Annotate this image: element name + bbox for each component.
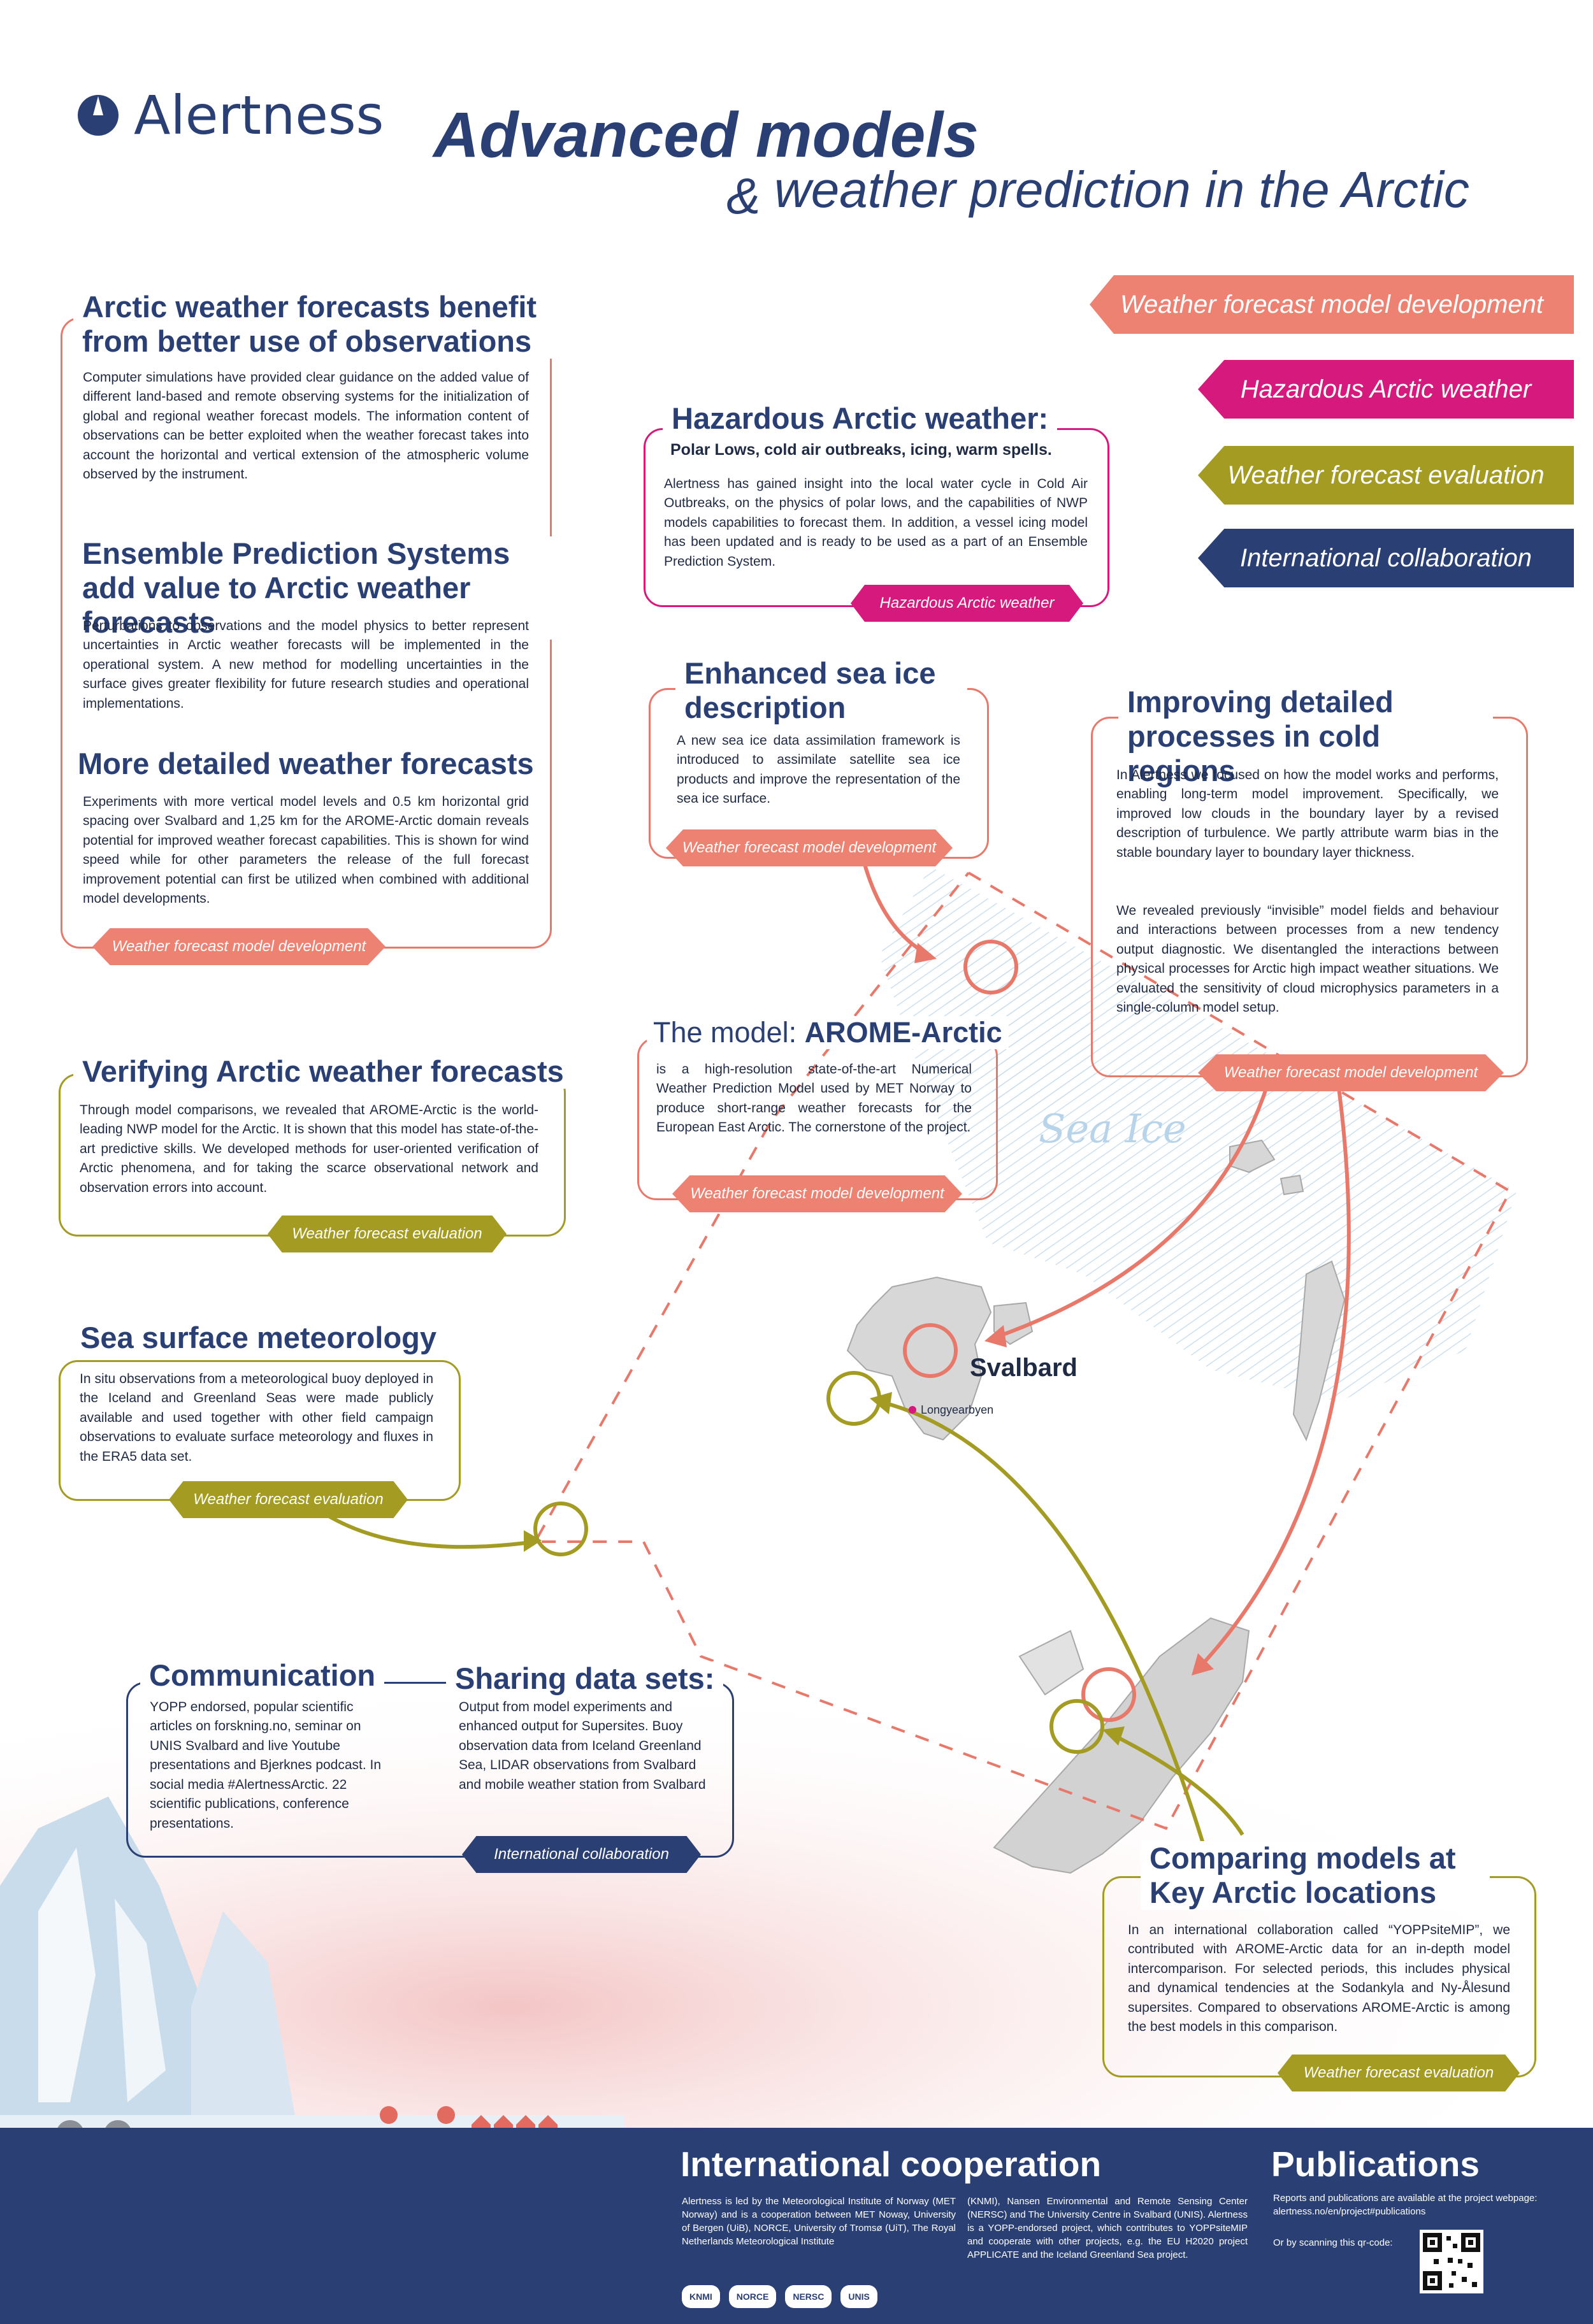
model-title-prefix: The model: bbox=[653, 1016, 797, 1049]
hazardous-body: Alertness has gained insight into the lo… bbox=[664, 477, 1088, 569]
sharing-tag: International collaboration bbox=[462, 1836, 701, 1873]
legend-international-collaboration: International collaboration bbox=[1198, 529, 1574, 587]
cold-regions-body-1: In Alertness we focused on how the model… bbox=[1116, 768, 1499, 860]
model-title-name: AROME-Arctic bbox=[804, 1016, 1002, 1049]
norway-coast bbox=[993, 1617, 1250, 1874]
hazardous-tag: Hazardous Arctic weather bbox=[851, 585, 1083, 622]
model-title: The model: AROME-Arctic bbox=[647, 1016, 1009, 1049]
detailed-title: More detailed weather forecasts bbox=[69, 747, 543, 782]
title-ampersand: & bbox=[726, 168, 761, 224]
legend-hazardous-weather: Hazardous Arctic weather bbox=[1198, 360, 1574, 419]
hazardous-subtitle: Polar Lows, cold air outbreaks, icing, w… bbox=[670, 441, 1052, 459]
partner-logo: NORCE bbox=[728, 2285, 777, 2308]
location-marker-svalbard-eval bbox=[826, 1371, 881, 1426]
cold-regions-title: Improving detailed processes in cold reg… bbox=[1118, 685, 1493, 789]
svalbard-island bbox=[846, 1276, 992, 1441]
sharing-title: Sharing data sets: bbox=[446, 1661, 724, 1696]
cold-regions-tag: Weather forecast model development bbox=[1198, 1054, 1504, 1091]
qr-text: Or by scanning this qr-code: bbox=[1273, 2237, 1393, 2248]
location-marker-buoy bbox=[533, 1502, 588, 1556]
communication-body: YOPP endorsed, popular scientific articl… bbox=[150, 1700, 382, 1831]
svalbard-label: Svalbard bbox=[970, 1354, 1078, 1382]
location-marker-norway-eval bbox=[1049, 1699, 1104, 1754]
page-title: Advanced models bbox=[433, 99, 979, 171]
section-box-communication bbox=[126, 1682, 734, 1858]
sea-ice-title: Enhanced sea ice description bbox=[675, 656, 967, 726]
partner-logo: UNIS bbox=[840, 2285, 877, 2308]
detailed-body: Experiments with more vertical model lev… bbox=[83, 794, 529, 907]
model-body: is a high-resolution state-of-the-art Nu… bbox=[656, 1062, 972, 1135]
footer: International cooperation Alertness is l… bbox=[0, 2128, 1593, 2324]
page-subtitle: weather prediction in the Arctic bbox=[774, 161, 1469, 218]
sharing-body: Output from model experiments and enhanc… bbox=[459, 1700, 706, 1792]
coop-text-1: Alertness is led by the Meteorological I… bbox=[682, 2196, 956, 2247]
ensemble-title: Ensemble Prediction Systems add value to… bbox=[73, 536, 556, 640]
longyearbyen-label: Longyearbyen bbox=[921, 1403, 994, 1416]
location-marker-norway bbox=[1081, 1667, 1136, 1722]
hazardous-title: Hazardous Arctic weather: bbox=[663, 401, 1058, 436]
partner-logo: NERSC bbox=[785, 2285, 832, 2308]
sea-ice-label: Sea Ice bbox=[1039, 1105, 1186, 1152]
sea-ice-tag: Weather forecast model development bbox=[666, 829, 953, 866]
partner-logos: KNMI NORCE NERSC UNIS bbox=[682, 2281, 1255, 2313]
cold-regions-body-2: We revealed previously “invisible” model… bbox=[1116, 903, 1499, 1015]
legend-forecast-evaluation: Weather forecast evaluation bbox=[1198, 446, 1574, 505]
publications-text: Reports and publications are available a… bbox=[1273, 2193, 1538, 2217]
comparing-tag: Weather forecast evaluation bbox=[1278, 2055, 1520, 2091]
publications-title: Publications bbox=[1271, 2144, 1480, 2184]
legend-model-development: Weather forecast model development bbox=[1090, 275, 1574, 334]
logo-text: Alertness bbox=[134, 84, 384, 147]
communication-title: Communication bbox=[140, 1658, 385, 1693]
location-marker-svalbard bbox=[903, 1323, 958, 1378]
verifying-title: Verifying Arctic weather forecasts bbox=[73, 1054, 573, 1089]
sea-surface-tag: Weather forecast evaluation bbox=[169, 1481, 408, 1518]
verifying-body: Through model comparisons, we revealed t… bbox=[80, 1103, 538, 1195]
longyearbyen-dot bbox=[909, 1406, 916, 1414]
coop-text-2: (KNMI), Nansen Environmental and Remote … bbox=[967, 2196, 1248, 2260]
observations-body: Computer simulations have provided clear… bbox=[83, 370, 529, 482]
detailed-tag: Weather forecast model development bbox=[92, 928, 386, 965]
sea-surface-title: Sea surface meteorology bbox=[71, 1321, 445, 1356]
verifying-tag: Weather forecast evaluation bbox=[268, 1216, 507, 1252]
ensemble-body: Perturbations to observations and the mo… bbox=[83, 619, 529, 711]
partner-logo: KNMI bbox=[682, 2285, 720, 2308]
model-tag: Weather forecast model development bbox=[672, 1175, 962, 1212]
alertness-logo-icon bbox=[78, 95, 119, 136]
comparing-title: Comparing models at Key Arctic locations bbox=[1141, 1841, 1490, 1911]
sea-surface-body: In situ observations from a meteorologic… bbox=[80, 1372, 433, 1464]
coop-title: International cooperation bbox=[681, 2144, 1102, 2184]
model-domain-boundary bbox=[533, 872, 1512, 1830]
sea-ice-body: A new sea ice data assimilation framewor… bbox=[677, 733, 960, 807]
logo: Alertness bbox=[76, 84, 384, 147]
location-marker-sea-ice bbox=[963, 940, 1018, 994]
qr-code-icon[interactable] bbox=[1420, 2230, 1483, 2293]
observations-title: Arctic weather forecasts benefit from be… bbox=[73, 290, 556, 359]
comparing-body: In an international collaboration called… bbox=[1128, 1923, 1510, 2035]
